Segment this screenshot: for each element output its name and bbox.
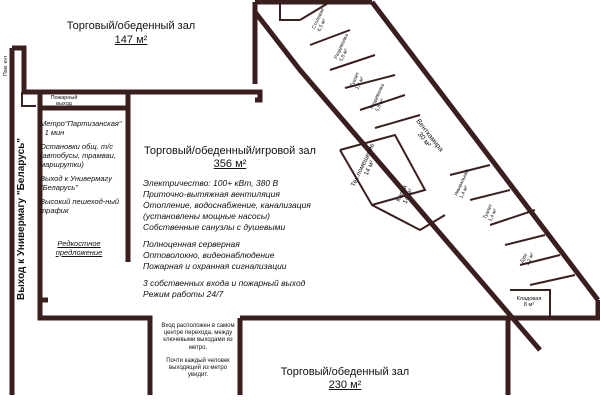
fire-exit-label: Пожарный выход [50,95,78,108]
outer-wall-right-diagonal [370,0,600,302]
kassa-wall [371,204,446,232]
fire-exit-door [21,92,36,107]
room-divider-6 [359,94,406,111]
room-divider-3 [309,29,351,46]
kladovaya-wall [510,289,551,318]
hall-top-title: Торговый/обеденный зал [66,20,196,32]
note-metro: Метро"Партизанская" - 1 мин [40,119,122,137]
room-divider-9 [469,189,511,201]
outer-wall-right-bottom [505,300,600,395]
hall-main-title: Торговый/обеденный/игровой зал [144,145,316,157]
room-divider-1 [279,2,300,21]
inner-wall-corridor [37,300,153,395]
note-exit: Выход к Универмагу "Беларусь" [40,174,112,192]
rare-offer: Редкостное предложение [55,239,103,257]
features-list: Электричество: 100+ кВт, 380 В Приточно-… [143,178,343,306]
entrance-info-2: Почти каждый человек выходящий из метро … [166,357,230,379]
entrance-info: Вход расположен в самом центре перехода,… [160,323,236,379]
entrance-info-1: Вход расположен в самом центре перехода,… [161,323,235,351]
room-divider-10 [489,209,536,226]
room-divider-8 [449,164,491,176]
room-divider-12 [519,254,561,266]
features-group-1: Электричество: 100+ кВт, 380 В Приточно-… [143,178,311,233]
note-traffic: Высокий пешеход-ный трафик [40,197,120,215]
room-divider-5 [344,74,396,89]
pom-label: Пом. ент [3,55,9,76]
note-transport: Остановки общ. т/с (автобусы, трамваи, м… [40,142,116,169]
outer-wall-top-left [12,45,263,103]
tech-room-wall [339,133,427,207]
features-group-2: Полноценная серверная Оптоволокно, видео… [143,239,287,272]
hall-main-area: 356 м² [213,158,247,170]
room-divider-4 [329,54,376,71]
hall-bottom-title: Торговый/обеденный зал [280,366,410,378]
hall-bottom-area: 230 м² [328,379,362,391]
outer-wall-diagonal [253,10,542,352]
exit-side-label: Выход к Универмагу "Беларусь" [16,137,27,300]
features-group-3: 3 собственных входа и пожарный выход Реж… [143,278,306,300]
room-divider-13 [529,274,576,286]
room-divider-11 [504,234,546,246]
location-notes: Метро"Партизанская" - 1 мин Остановки об… [40,119,125,222]
room-divider-7 [374,114,421,129]
hall-top-area: 147 м² [114,34,148,46]
room-divider-2 [299,1,331,21]
